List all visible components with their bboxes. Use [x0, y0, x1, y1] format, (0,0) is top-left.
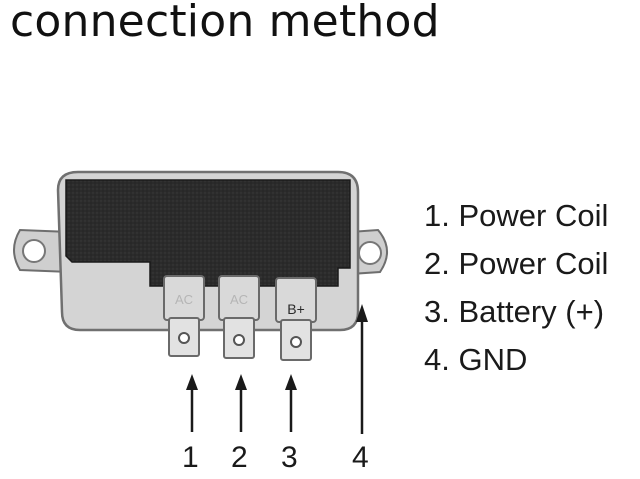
terminal-2: AC: [218, 275, 260, 359]
arrow-label-2: 2: [231, 441, 248, 474]
arrow-4: [356, 304, 368, 434]
page-title: connection method: [10, 0, 440, 47]
arrow-label-4: 4: [352, 441, 369, 474]
terminal-3-mark: B+: [287, 301, 305, 317]
legend-item-3: 3. Battery (+): [424, 294, 605, 329]
right-mount-hole: [358, 241, 382, 265]
arrow-3: [285, 374, 297, 432]
legend-item-4: 4. GND: [424, 342, 528, 377]
terminal-1-mark: AC: [175, 292, 193, 307]
arrow-label-3: 3: [281, 441, 298, 474]
terminal-1: AC: [163, 275, 205, 357]
arrow-label-1: 1: [182, 441, 199, 474]
arrow-2: [235, 374, 247, 432]
legend-item-1: 1. Power Coil: [424, 198, 609, 233]
terminal-3: B+: [275, 277, 317, 361]
arrow-1: [186, 374, 198, 432]
left-mount-hole: [22, 239, 46, 263]
legend-item-2: 2. Power Coil: [424, 246, 609, 281]
pin-legend: 1. Power Coil 2. Power Coil 3. Battery (…: [424, 192, 608, 384]
terminal-2-mark: AC: [230, 292, 248, 307]
